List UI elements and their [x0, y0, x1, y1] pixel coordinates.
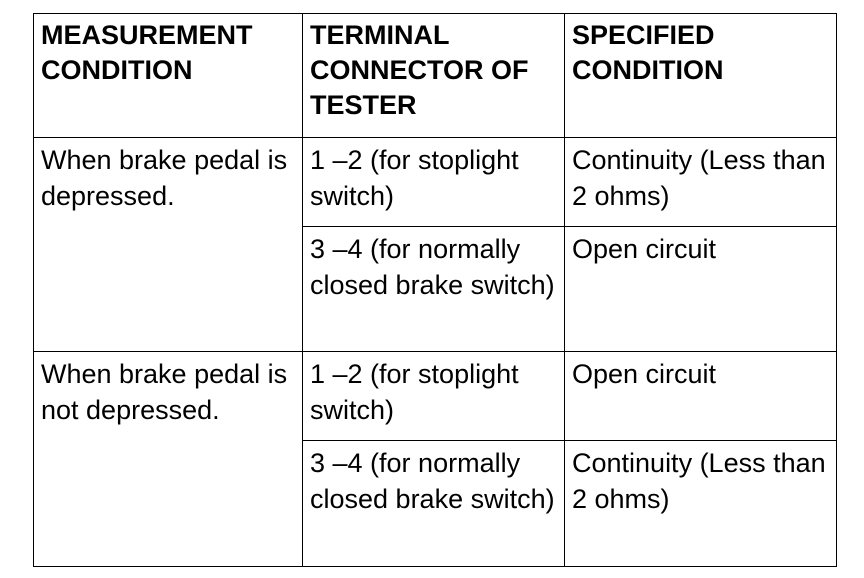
- brake-switch-inspection-table: MEASUREMENT CONDITION TERMINAL CONNECTOR…: [33, 13, 837, 567]
- table-header-row: MEASUREMENT CONDITION TERMINAL CONNECTOR…: [33, 13, 837, 138]
- terminal-cell: 1 –2 (for stoplight switch): [302, 351, 565, 441]
- terminal-cell: 3 –4 (for normally closed brake switch): [302, 440, 565, 567]
- specified-cell: Open circuit: [564, 351, 837, 441]
- specified-cell: Continuity (Less than 2 ohms): [564, 440, 837, 567]
- terminal-cell: 1 –2 (for stoplight switch): [302, 137, 565, 227]
- terminal-cell: 3 –4 (for normally closed brake switch): [302, 226, 565, 352]
- header-measurement-condition: MEASUREMENT CONDITION: [33, 13, 303, 138]
- header-specified-condition: SPECIFIED CONDITION: [564, 13, 837, 138]
- specified-cell: Open circuit: [564, 226, 837, 352]
- specified-cell: Continuity (Less than 2 ohms): [564, 137, 837, 227]
- condition-cell: When brake pedal is not depressed.: [33, 351, 303, 567]
- table-row: 3 –4 (for normally closed brake switch) …: [34, 440, 837, 567]
- header-terminal-connector: TERMINAL CONNECTOR OF TESTER: [302, 13, 565, 138]
- table-row: When brake pedal is depressed. 1 –2 (for…: [33, 137, 837, 352]
- condition-cell: When brake pedal is depressed.: [33, 137, 303, 352]
- table-row: When brake pedal is not depressed. 1 –2 …: [33, 351, 837, 567]
